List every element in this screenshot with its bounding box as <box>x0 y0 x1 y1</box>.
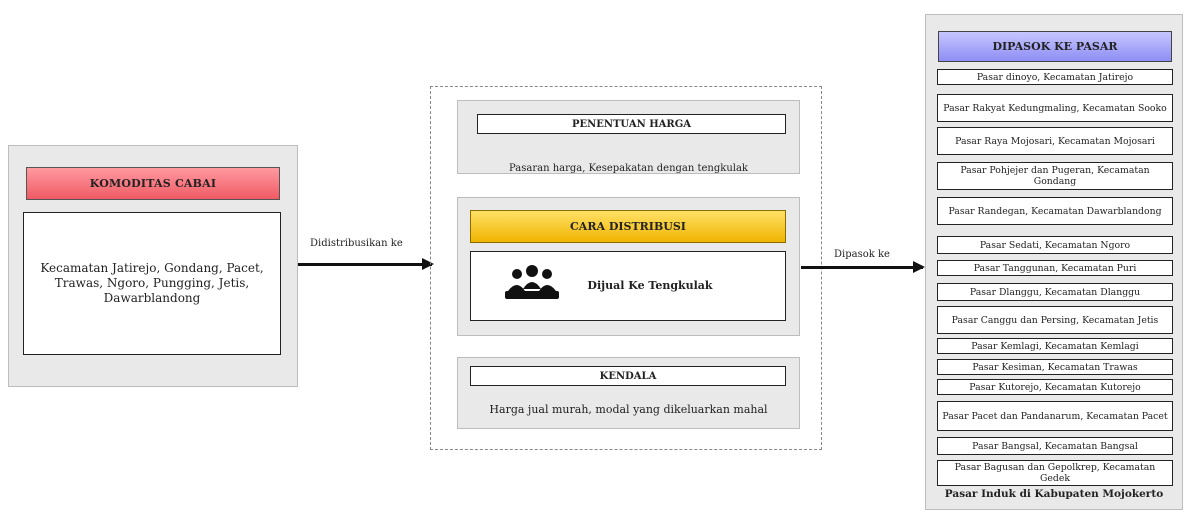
arrow-left-head-icon <box>422 258 434 270</box>
market-item: Pasar Canggu dan Persing, Kecamatan Jeti… <box>937 306 1173 334</box>
arrow-right-head-icon <box>913 261 925 273</box>
market-item: Pasar Sedati, Kecamatan Ngoro <box>937 236 1173 254</box>
market-item: Pasar Kesiman, Kecamatan Trawas <box>937 359 1173 375</box>
group-of-people-icon <box>505 265 559 299</box>
komoditas-header: KOMODITAS CABAI <box>26 167 280 200</box>
market-item: Pasar Rakyat Kedungmaling, Kecamatan Soo… <box>937 94 1173 122</box>
dipasok-footer: Pasar Induk di Kabupaten Mojokerto <box>944 488 1164 500</box>
market-item: Pasar dinoyo, Kecamatan Jatirejo <box>937 69 1173 85</box>
penentuan-harga-title: PENENTUAN HARGA <box>477 114 786 134</box>
cara-distribusi-box <box>470 251 786 321</box>
penentuan-harga-text: Pasaran harga, Kesepakatan dengan tengku… <box>509 163 748 174</box>
arrow-right-label: Dipasok ke <box>834 249 890 260</box>
market-item: Pasar Bangsal, Kecamatan Bangsal <box>937 437 1173 455</box>
arrow-right-line <box>801 266 923 269</box>
market-item: Pasar Pacet dan Pandanarum, Kecamatan Pa… <box>937 401 1173 431</box>
market-item: Pasar Raya Mojosari, Kecamatan Mojosari <box>937 127 1173 155</box>
komoditas-regions: Kecamatan Jatirejo, Gondang, Pacet, Traw… <box>23 212 281 355</box>
market-item: Pasar Randegan, Kecamatan Dawarblandong <box>937 197 1173 225</box>
arrow-left-label: Didistribusikan ke <box>310 238 403 249</box>
market-item: Pasar Pohjejer dan Pugeran, Kecamatan Go… <box>937 162 1173 190</box>
penentuan-harga-panel <box>457 100 800 174</box>
market-item: Pasar Dlanggu, Kecamatan Dlanggu <box>937 283 1173 301</box>
dipasok-header: DIPASOK KE PASAR <box>938 31 1172 62</box>
kendala-title: KENDALA <box>470 366 786 386</box>
market-item: Pasar Tanggunan, Kecamatan Puri <box>937 260 1173 276</box>
market-item: Pasar Kutorejo, Kecamatan Kutorejo <box>937 379 1173 395</box>
cara-distribusi-text: Dijual Ke Tengkulak <box>587 279 713 292</box>
kendala-text: Harga jual murah, modal yang dikeluarkan… <box>489 403 768 416</box>
market-item: Pasar Kemlagi, Kecamatan Kemlagi <box>937 338 1173 354</box>
arrow-left-line <box>298 263 432 266</box>
cara-distribusi-title: CARA DISTRIBUSI <box>470 210 786 243</box>
market-item: Pasar Bagusan dan Gepolkrep, Kecamatan G… <box>937 460 1173 486</box>
